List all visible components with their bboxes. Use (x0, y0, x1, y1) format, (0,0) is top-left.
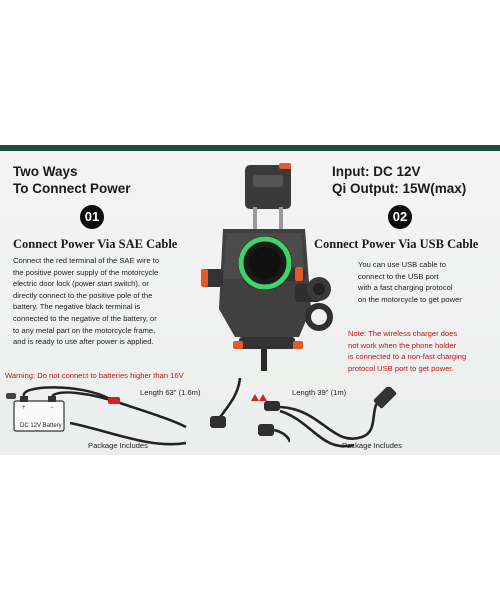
voltage-warning: Warning: Do not connect to batteries hig… (5, 371, 184, 380)
note-line: not work when the phone holder (348, 340, 457, 350)
usb-line: You can use USB cable to (358, 260, 446, 269)
sae-instructions: Connect the red terminal of the SAE wire… (13, 255, 203, 348)
sae-line: Connect the red terminal of the SAE wire… (13, 256, 160, 265)
usb-section-title: Connect Power Via USB Cable (314, 237, 479, 251)
usb-instructions: You can use USB cable to connect to the … (358, 259, 498, 305)
sae-line: to any metal part on the motorcycle fram… (13, 325, 156, 335)
power-spec-heading: Input: DC 12V Qi Output: 15W(max) (332, 163, 466, 197)
svg-text:+: + (22, 405, 26, 411)
product-info-panel: Two Ways To Connect Power Input: DC 12V … (0, 145, 500, 455)
heading-line-2: To Connect Power (13, 181, 131, 196)
usb-cable-diagram (264, 387, 397, 448)
battery-label: DC 12V Battery (20, 423, 62, 429)
usb-line: connect to the USB port (358, 271, 439, 281)
sae-connector-graphic (210, 377, 290, 443)
sae-section-title: Connect Power Via SAE Cable (13, 237, 178, 251)
sae-line: connected to the negative of the battery… (13, 313, 157, 323)
usb-line: with a fast charging protocol (358, 283, 453, 293)
sae-length-label: Length 63" (1.6m) (140, 388, 201, 397)
note-line: protocol USB port to get power. (348, 363, 454, 373)
note-line: is connected to a non-fast charging (348, 352, 467, 362)
sae-line: the positive power supply of the motorcy… (13, 267, 159, 277)
sae-line: and is ready to use after power is appli… (13, 337, 154, 347)
input-spec: Input: DC 12V (332, 164, 421, 179)
usb-length-label: Length 39" (1m) (292, 388, 347, 397)
sae-cable-diagram: + − (6, 386, 187, 446)
usb-package-label: Package Includes (342, 441, 402, 450)
up-arrow-icon (259, 394, 267, 401)
note-line: Note: The wireless charger does (348, 329, 458, 338)
up-arrow-icon (251, 394, 259, 401)
output-spec: Qi Output: 15W(max) (332, 181, 467, 196)
heading-line-1: Two Ways (13, 164, 78, 179)
badge-02: 02 (388, 205, 412, 229)
phone-holder-illustration (201, 163, 333, 371)
badge-01: 01 (80, 205, 104, 229)
sae-line: directly connect to the positive pole of… (13, 290, 153, 300)
usb-note: Note: The wireless charger does not work… (348, 328, 498, 374)
two-ways-heading: Two Ways To Connect Power (13, 163, 131, 197)
sae-package-label: Package Includes (88, 441, 148, 450)
svg-text:−: − (50, 405, 54, 411)
sae-line: battery. The negative black terminal is (13, 302, 141, 312)
usb-line: on the motorcycle to get power (358, 294, 462, 304)
sae-line: electric door lock (power start switch),… (13, 279, 149, 289)
